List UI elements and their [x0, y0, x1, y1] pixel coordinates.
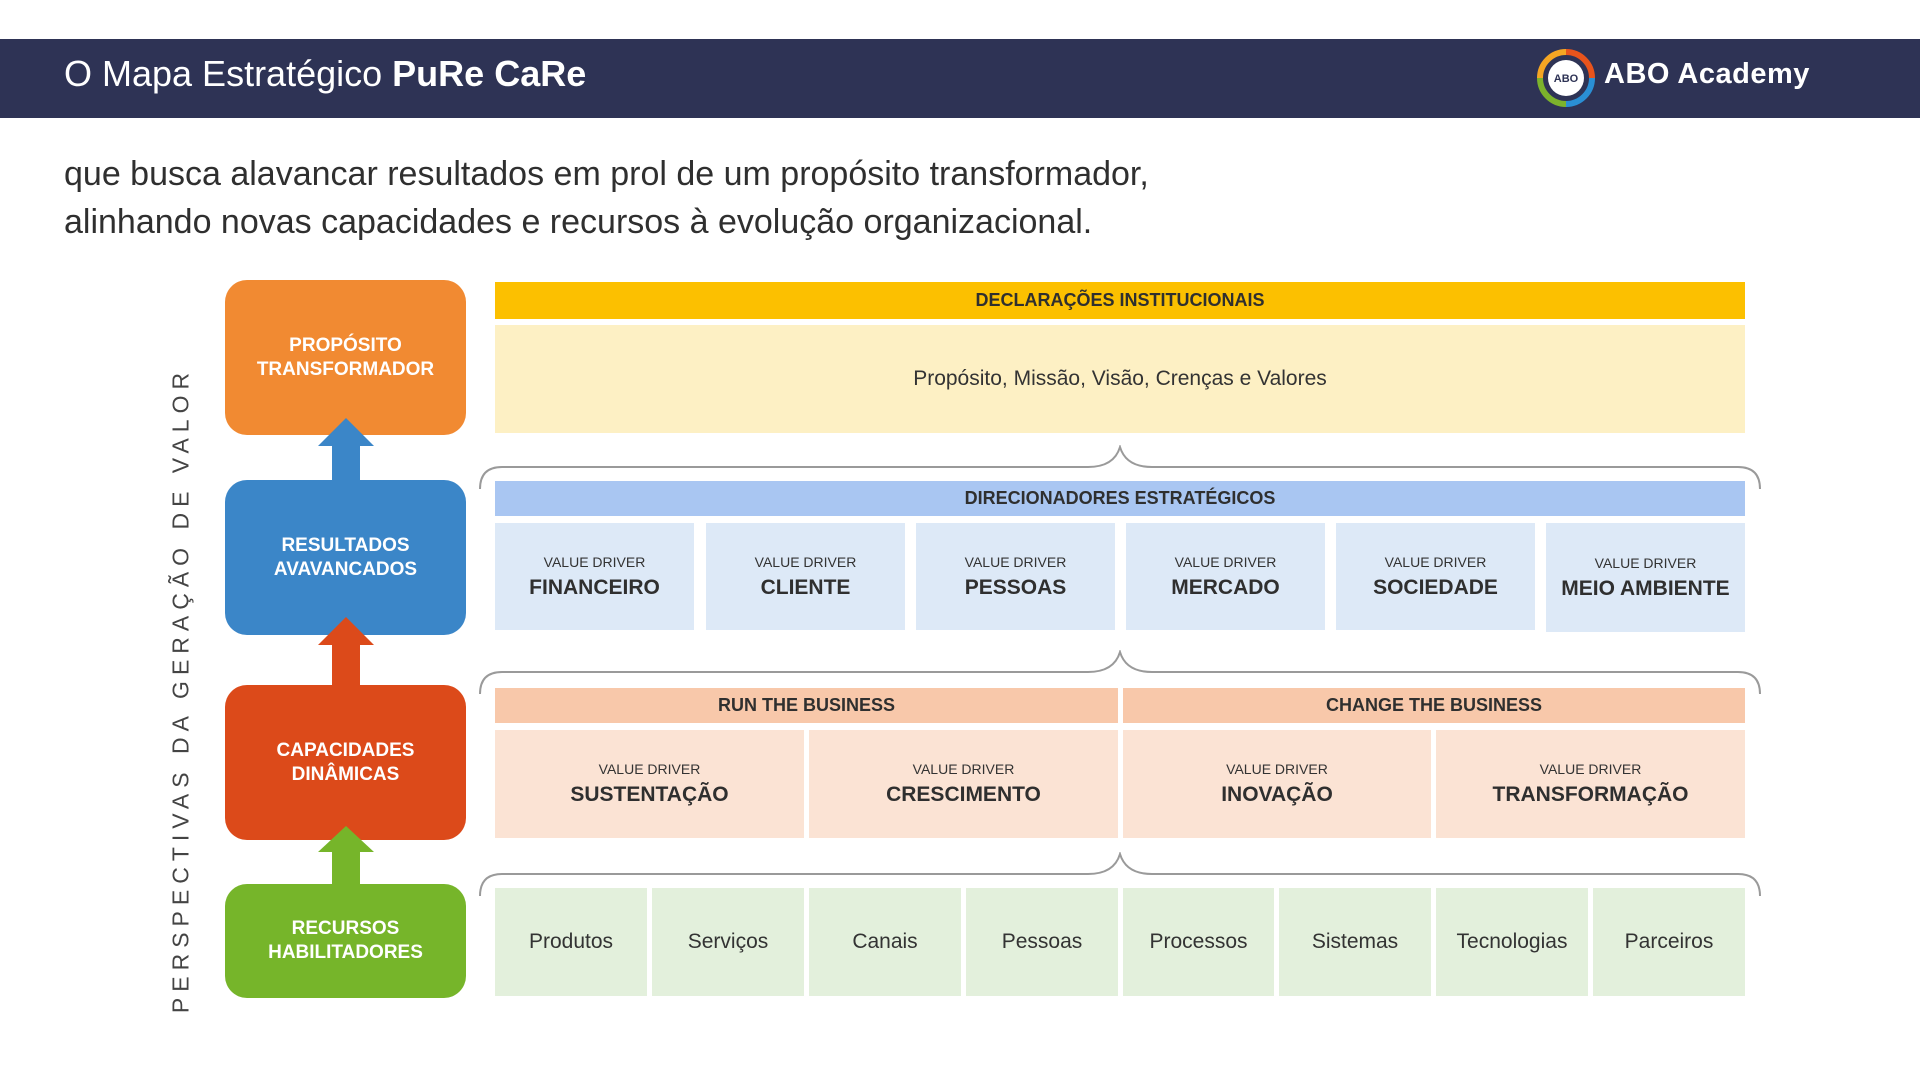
resource-canais: Canais	[809, 888, 961, 996]
value-driver-cliente: VALUE DRIVER CLIENTE	[706, 523, 905, 630]
resource-servicos: Serviços	[652, 888, 804, 996]
value-driver-name: MEIO AMBIENTE	[1561, 576, 1730, 600]
resource-processos: Processos	[1123, 888, 1274, 996]
title-regular: O Mapa Estratégico	[64, 53, 383, 94]
resource-label: Sistemas	[1311, 930, 1399, 953]
value-driver-prefix: VALUE DRIVER	[912, 761, 1015, 777]
subtitle-line-2: alinhando novas capacidades e recursos à…	[64, 203, 1093, 241]
stack-label: RECURSOS	[291, 918, 400, 939]
change-the-business-header: CHANGE THE BUSINESS	[1123, 688, 1745, 723]
page-title: O Mapa Estratégico PuRe CaRe	[64, 53, 586, 95]
arrow-up-icon	[318, 418, 374, 482]
value-driver-prefix: VALUE DRIVER	[754, 553, 857, 570]
resource-label: Pessoas	[1001, 930, 1083, 953]
declaracoes-header: DECLARAÇÕES INSTITUCIONAIS	[495, 282, 1745, 319]
stack-label: AVAVANCADOS	[273, 558, 418, 580]
value-driver-name: CRESCIMENTO	[886, 783, 1041, 806]
value-driver-name: SUSTENTAÇÃO	[570, 783, 729, 806]
value-driver-name: MERCADO	[1171, 575, 1280, 599]
value-driver-crescimento: VALUE DRIVER CRESCIMENTO	[809, 730, 1118, 838]
value-driver-name: FINANCEIRO	[529, 575, 660, 599]
value-driver-sociedade: VALUE DRIVER SOCIEDADE	[1336, 523, 1535, 630]
resource-produtos: Produtos	[495, 888, 647, 996]
value-driver-prefix: VALUE DRIVER	[1594, 554, 1697, 571]
arrow-up-icon	[318, 826, 374, 886]
logo-text: ABO	[1554, 73, 1579, 85]
value-driver-prefix: VALUE DRIVER	[1539, 761, 1642, 777]
value-driver-prefix: VALUE DRIVER	[1226, 761, 1328, 777]
value-driver-name: TRANSFORMAÇÃO	[1492, 783, 1689, 806]
brace-divider	[479, 445, 1761, 490]
resource-label: Tecnologias	[1456, 930, 1568, 953]
resource-sistemas: Sistemas	[1279, 888, 1431, 996]
header-bar	[0, 39, 1920, 118]
stack-label: RESULTADOS	[281, 534, 410, 556]
value-driver-prefix: VALUE DRIVER	[964, 553, 1067, 570]
subtitle-line-1: que busca alavancar resultados em prol d…	[64, 155, 1149, 193]
value-driver-prefix: VALUE DRIVER	[1174, 553, 1277, 570]
value-driver-inovacao: VALUE DRIVER INOVAÇÃO	[1123, 730, 1431, 838]
brace-divider	[479, 650, 1761, 695]
resource-label: Produtos	[528, 930, 614, 953]
title-bold: PuRe CaRe	[392, 53, 587, 94]
value-driver-prefix: VALUE DRIVER	[598, 761, 701, 777]
resource-label: Processos	[1149, 930, 1248, 953]
resource-label: Parceiros	[1624, 930, 1714, 953]
value-driver-sustentacao: VALUE DRIVER SUSTENTAÇÃO	[495, 730, 804, 838]
value-driver-prefix: VALUE DRIVER	[543, 553, 646, 570]
value-driver-pessoas: VALUE DRIVER PESSOAS	[916, 523, 1115, 630]
value-driver-financeiro: VALUE DRIVER FINANCEIRO	[495, 523, 694, 630]
arrow-up-icon	[318, 617, 374, 687]
resource-parceiros: Parceiros	[1593, 888, 1745, 996]
stack-label: DINÂMICAS	[291, 763, 400, 785]
value-driver-transformacao: VALUE DRIVER TRANSFORMAÇÃO	[1436, 730, 1745, 838]
resource-label: Canais	[852, 930, 918, 953]
brace-divider	[479, 852, 1761, 897]
value-driver-name: CLIENTE	[760, 575, 851, 599]
side-label: PERSPECTIVAS DA GERAÇÃO DE VALOR	[167, 366, 194, 1014]
stack-label: HABILITADORES	[268, 942, 423, 963]
value-driver-name: PESSOAS	[964, 575, 1067, 599]
stack-label: CAPACIDADES	[276, 739, 415, 761]
abo-logo-icon: ABO	[1537, 49, 1595, 107]
value-driver-name: SOCIEDADE	[1373, 575, 1498, 599]
resource-pessoas: Pessoas	[966, 888, 1118, 996]
stack-box-recursos: RECURSOS HABILITADORES	[225, 884, 466, 998]
subtitle: que busca alavancar resultados em prol d…	[64, 150, 1364, 246]
declaracoes-body: Propósito, Missão, Visão, Crenças e Valo…	[495, 325, 1745, 433]
run-the-business-header: RUN THE BUSINESS	[495, 688, 1118, 723]
resource-tecnologias: Tecnologias	[1436, 888, 1588, 996]
declaracoes-text: Propósito, Missão, Visão, Crenças e Valo…	[913, 367, 1327, 390]
stack-label: TRANSFORMADOR	[256, 358, 435, 380]
value-driver-meio-ambiente: VALUE DRIVER MEIO AMBIENTE	[1546, 523, 1745, 632]
brand-name: ABO Academy	[1604, 58, 1810, 90]
direcionadores-header: DIRECIONADORES ESTRATÉGICOS	[495, 481, 1745, 516]
value-driver-name: INOVAÇÃO	[1221, 783, 1333, 806]
resource-label: Serviços	[687, 930, 769, 953]
stack-label: PROPÓSITO	[289, 334, 402, 356]
value-driver-mercado: VALUE DRIVER MERCADO	[1126, 523, 1325, 630]
value-driver-prefix: VALUE DRIVER	[1384, 553, 1487, 570]
